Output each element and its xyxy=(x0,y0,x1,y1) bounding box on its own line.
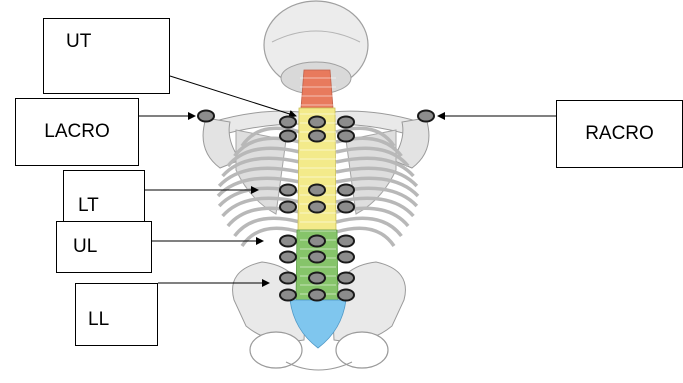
sensor-marker-icon xyxy=(280,236,296,247)
label-lt-text: LT xyxy=(78,195,99,217)
label-lacro-text: LACRO xyxy=(44,121,109,143)
label-ul: UL xyxy=(56,221,152,273)
sensor-marker-icon xyxy=(338,117,354,128)
sensor-marker-icon xyxy=(338,273,354,284)
sensor-marker-icon xyxy=(280,202,296,213)
sensor-marker-icon xyxy=(280,290,296,301)
sensor-marker-icon xyxy=(338,202,354,213)
sensor-marker-icon xyxy=(309,131,325,142)
sensor-marker-icon xyxy=(418,111,434,122)
sensor-marker-icon xyxy=(309,236,325,247)
sensor-marker-icon xyxy=(280,252,296,263)
sensor-marker-icon xyxy=(198,111,214,122)
label-ll-text: LL xyxy=(88,309,109,331)
label-ll: LL xyxy=(75,283,158,346)
label-lt: LT xyxy=(63,170,145,226)
sensor-marker-icon xyxy=(338,252,354,263)
sensor-marker-icon xyxy=(309,252,325,263)
label-lacro: LACRO xyxy=(15,98,139,166)
label-racro: RACRO xyxy=(556,100,683,168)
sensor-marker-icon xyxy=(309,290,325,301)
sensor-marker-icon xyxy=(280,131,296,142)
rib xyxy=(235,218,300,236)
sensor-marker-icon xyxy=(309,273,325,284)
sensor-marker-icon xyxy=(309,117,325,128)
sensor-marker-icon xyxy=(280,117,296,128)
sensor-marker-icon xyxy=(338,236,354,247)
sensor-marker-icon xyxy=(280,185,296,196)
sensor-marker-icon xyxy=(280,273,296,284)
sensor-marker-icon xyxy=(338,185,354,196)
sensor-marker-icon xyxy=(309,202,325,213)
arrow-ut xyxy=(170,76,296,116)
sensor-marker-icon xyxy=(338,290,354,301)
label-ut: UT xyxy=(43,18,170,94)
label-ut-text: UT xyxy=(66,31,91,53)
sensor-marker-icon xyxy=(309,185,325,196)
sensor-marker-icon xyxy=(338,131,354,142)
label-ul-text: UL xyxy=(73,236,97,258)
rib xyxy=(336,218,401,236)
label-racro-text: RACRO xyxy=(585,123,654,145)
